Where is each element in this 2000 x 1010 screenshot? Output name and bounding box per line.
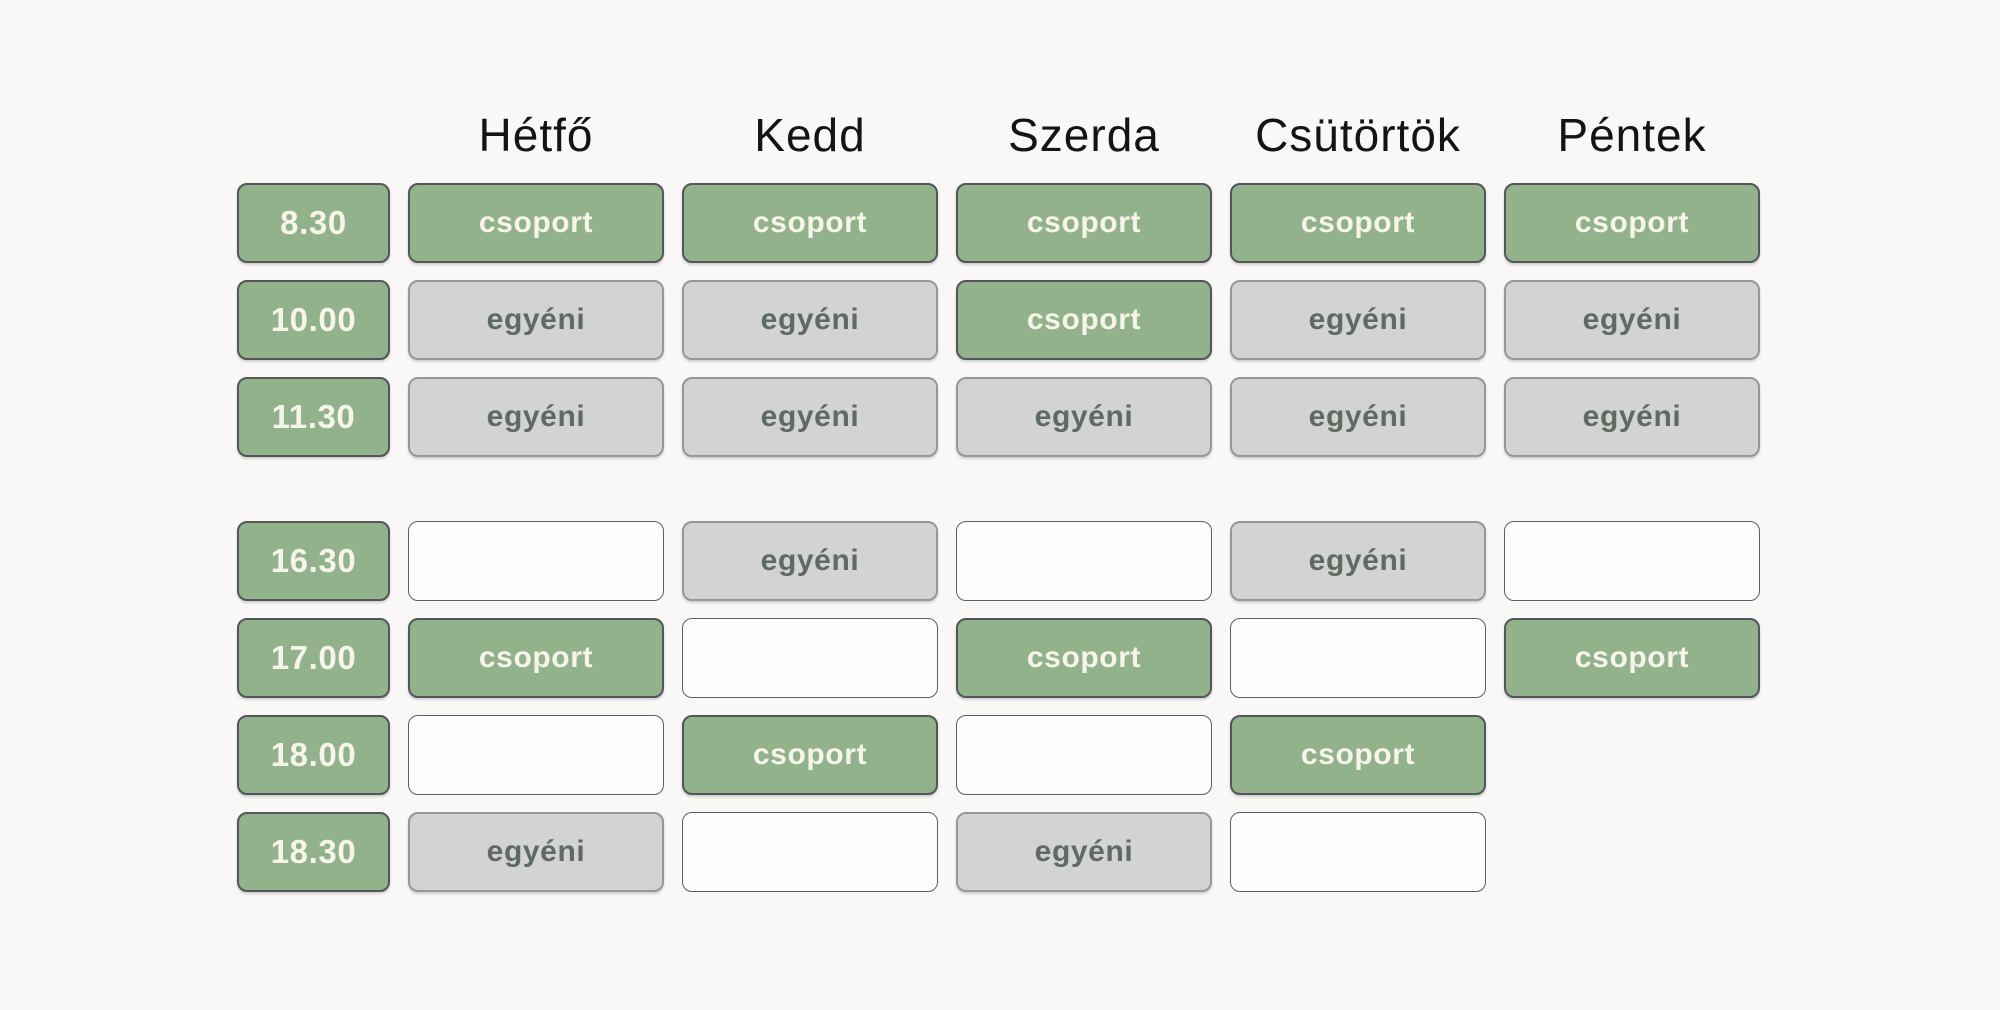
time-label: 17.00 (237, 618, 390, 698)
slot-group: csoport (1504, 183, 1760, 263)
time-label: 16.30 (237, 521, 390, 601)
slot-individual: egyéni (408, 377, 664, 457)
day-header-1: Hétfő (478, 109, 594, 161)
slot-group: csoport (956, 183, 1212, 263)
slot-empty (682, 812, 938, 892)
day-header-2: Kedd (754, 109, 866, 161)
slot-empty (682, 618, 938, 698)
slot-individual: egyéni (1230, 521, 1486, 601)
slot-individual: egyéni (682, 521, 938, 601)
time-label: 11.30 (237, 377, 390, 457)
slot-group: csoport (408, 618, 664, 698)
slot-individual: egyéni (1230, 377, 1486, 457)
day-header-4: Csütörtök (1255, 109, 1461, 161)
slot-individual: egyéni (956, 812, 1212, 892)
slot-empty (956, 521, 1212, 601)
slot-group: csoport (1504, 618, 1760, 698)
slot-individual: egyéni (408, 812, 664, 892)
time-label: 18.30 (237, 812, 390, 892)
slot-empty (956, 715, 1212, 795)
day-header-3: Szerda (1008, 109, 1160, 161)
slot-individual: egyéni (1230, 280, 1486, 360)
slot-group: csoport (682, 715, 938, 795)
slot-group: csoport (956, 618, 1212, 698)
slot-individual: egyéni (1504, 280, 1760, 360)
slot-empty (1504, 521, 1760, 601)
slot-empty (408, 521, 664, 601)
slot-group: csoport (956, 280, 1212, 360)
slot-individual: egyéni (682, 280, 938, 360)
slot-group: csoport (682, 183, 938, 263)
time-label: 10.00 (237, 280, 390, 360)
slot-individual: egyéni (1504, 377, 1760, 457)
slot-empty (408, 715, 664, 795)
slot-empty (1230, 618, 1486, 698)
slot-individual: egyéni (408, 280, 664, 360)
time-label: 18.00 (237, 715, 390, 795)
slot-group: csoport (1230, 715, 1486, 795)
slot-individual: egyéni (682, 377, 938, 457)
slot-group: csoport (408, 183, 664, 263)
day-header-5: Péntek (1557, 109, 1707, 161)
time-label: 8.30 (237, 183, 390, 263)
slot-empty (1230, 812, 1486, 892)
slot-individual: egyéni (956, 377, 1212, 457)
slot-group: csoport (1230, 183, 1486, 263)
